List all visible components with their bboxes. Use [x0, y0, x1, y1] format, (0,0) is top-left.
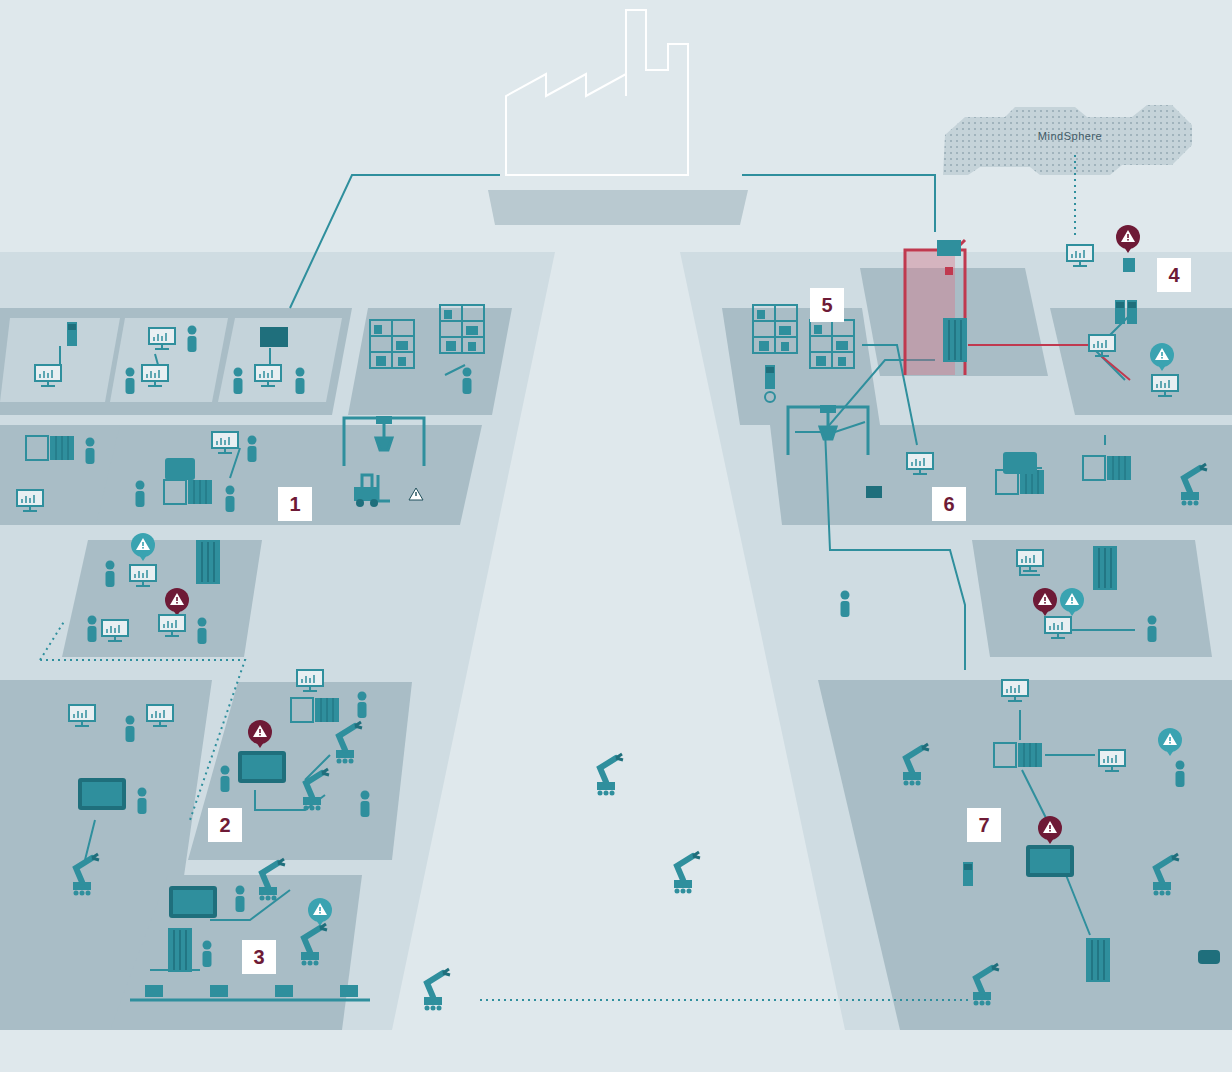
callout-number: 3 [242, 940, 276, 974]
cloud-label: MindSphere [1038, 130, 1102, 142]
callout-number: 7 [967, 808, 1001, 842]
callout-number: 6 [932, 487, 966, 521]
callout-number: 2 [208, 808, 242, 842]
cloud-node: MindSphere [990, 122, 1150, 150]
callout-number: 4 [1157, 258, 1191, 292]
callout-number: 5 [810, 288, 844, 322]
callout-number: 1 [278, 487, 312, 521]
